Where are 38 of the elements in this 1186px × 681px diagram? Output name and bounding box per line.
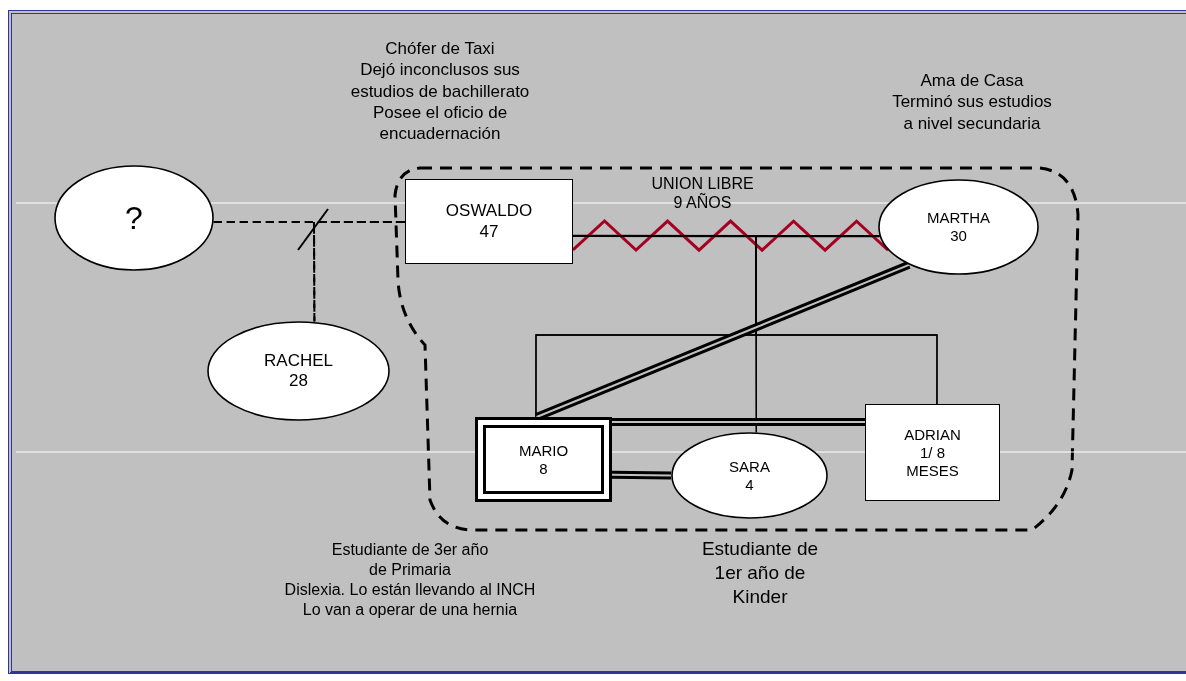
dashed-relationship-line <box>212 220 316 323</box>
dashed-relationship-line <box>313 221 406 323</box>
person-note: Estudiante de 3er año <box>330 540 490 560</box>
relationship-line <box>755 235 938 405</box>
person-box <box>405 179 573 264</box>
person-note: Posee el oficio de encuadernación <box>371 101 509 145</box>
double-relationship-line <box>611 470 672 480</box>
person-name: SARA <box>729 457 770 476</box>
person-name: ? <box>125 198 143 238</box>
person-name: MARIO <box>518 441 569 460</box>
person-note: Dislexia. Lo están llevando al INCH <box>283 580 537 600</box>
age-label: 1/ 8 <box>920 443 945 462</box>
person-box <box>865 404 1000 501</box>
person-name: ADRIAN <box>904 425 961 444</box>
age-label: 28 <box>289 371 308 392</box>
conflict-zigzag-line <box>572 218 890 253</box>
edge-label: UNION LIBRE 9 AÑOS <box>650 174 755 213</box>
double-bordered-person-box <box>475 417 612 502</box>
person-note: Ama de Casa <box>919 70 1025 92</box>
person-ellipse <box>671 432 828 519</box>
age-label: 8 <box>539 459 548 478</box>
person-ellipse <box>207 321 390 421</box>
person-note: Dejó inconclusos sus estudios de bachillerato <box>349 59 531 102</box>
age-label: 30 <box>950 227 967 245</box>
age-label: MESES <box>906 461 959 480</box>
person-ellipse <box>54 165 214 271</box>
person-name: OSWALDO <box>445 201 533 222</box>
age-label: 4 <box>745 475 754 494</box>
person-note: de Primaria <box>368 560 452 580</box>
person-note: Terminó sus estudios a nivel secundaria <box>891 91 1053 134</box>
person-ellipse <box>878 179 1039 275</box>
person-name: RACHEL <box>264 350 333 371</box>
double-relationship-line <box>612 418 865 427</box>
age-label: 47 <box>479 221 499 242</box>
person-note: Lo van a operar de una hernia <box>301 600 519 620</box>
person-note: Chófer de Taxi <box>384 38 496 60</box>
person-note: Estudiante de 1er año de Kinder <box>700 537 820 609</box>
person-name: MARTHA <box>926 209 991 227</box>
